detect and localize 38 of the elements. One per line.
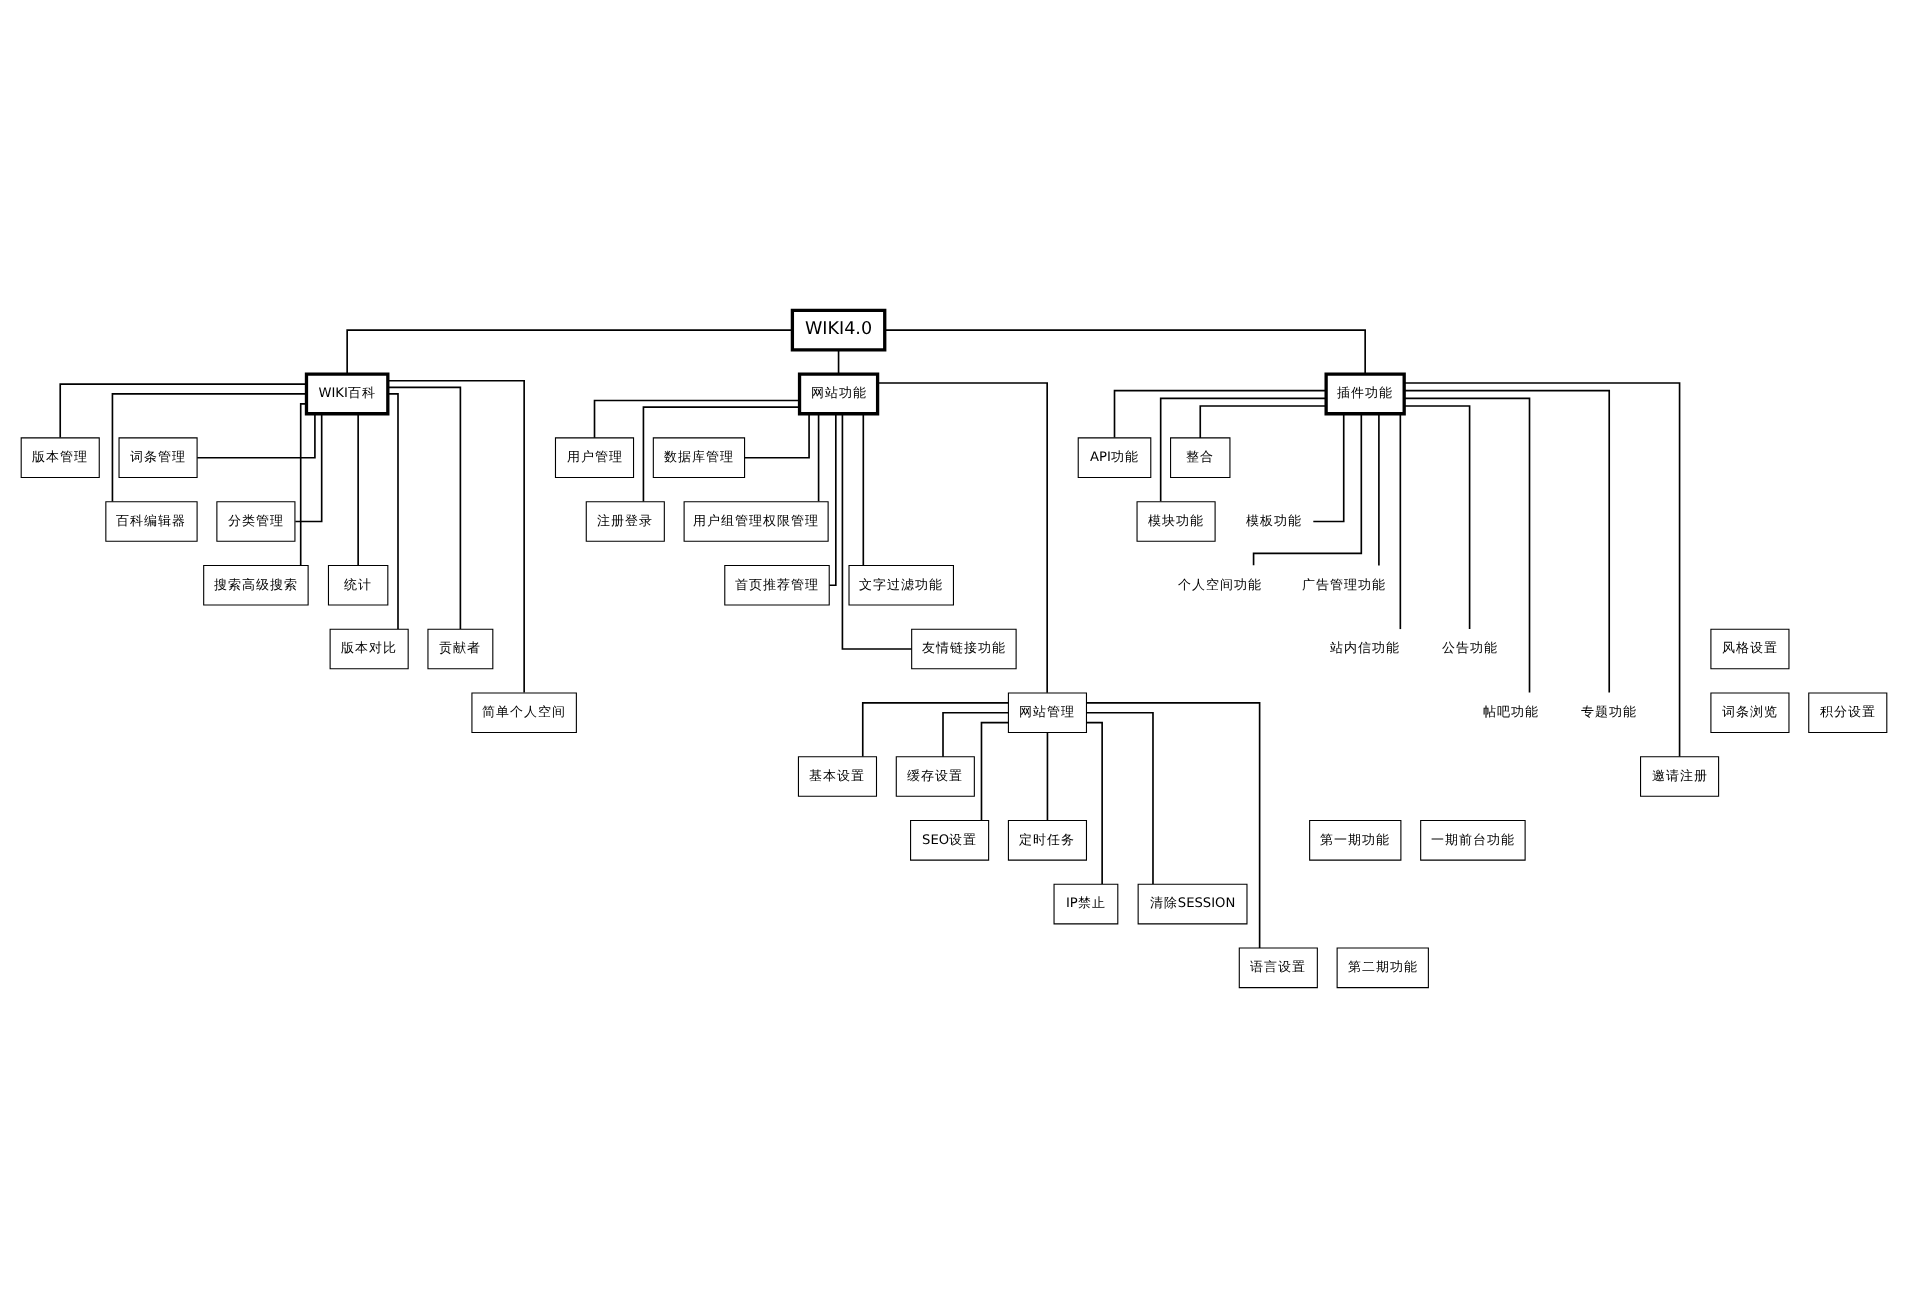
connector — [876, 382, 1048, 694]
connector — [1403, 397, 1531, 694]
connector — [861, 702, 1010, 758]
connector — [1086, 702, 1261, 949]
connector — [196, 412, 316, 459]
connector — [942, 711, 1010, 758]
connector — [387, 386, 462, 630]
connector — [1399, 413, 1402, 630]
connector — [1113, 389, 1327, 439]
connector — [111, 393, 308, 503]
node-box: WIKI4.0 — [790, 308, 887, 352]
connector — [841, 413, 913, 650]
connector — [817, 413, 820, 503]
connector — [346, 329, 794, 375]
connector — [1159, 397, 1327, 502]
connector — [642, 406, 800, 503]
connector — [837, 349, 840, 375]
connector — [299, 403, 308, 566]
connector — [1403, 405, 1471, 630]
connector — [387, 379, 525, 694]
connector — [59, 383, 308, 439]
connector — [387, 393, 399, 630]
connector — [1403, 382, 1681, 758]
connector — [828, 413, 837, 587]
connector — [1085, 721, 1103, 885]
connector — [1199, 405, 1327, 439]
connector — [1378, 413, 1380, 567]
connector — [357, 413, 359, 567]
connector — [1085, 711, 1154, 885]
connector — [862, 413, 865, 567]
connector — [1312, 413, 1345, 523]
connector — [294, 413, 323, 523]
connector — [1046, 731, 1049, 821]
connector — [980, 721, 1010, 822]
connector — [593, 399, 801, 439]
connector — [743, 412, 810, 459]
connector — [1403, 389, 1611, 694]
connector — [884, 329, 1366, 375]
